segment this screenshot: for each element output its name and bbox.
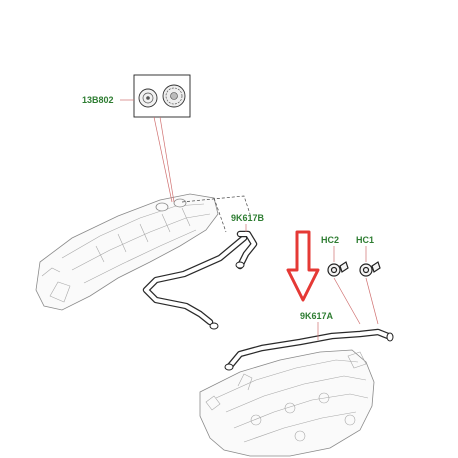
label-9k617b: 9K617B: [231, 213, 265, 223]
down-arrow-icon: [286, 230, 320, 302]
breather-hose-lower: [224, 328, 394, 371]
lower-cam-cover: [199, 349, 375, 457]
hose-clip-hc2: [327, 261, 349, 277]
label-13b802: 13B802: [82, 95, 114, 105]
label-hc1: HC1: [356, 235, 374, 245]
label-hc2: HC2: [321, 235, 339, 245]
oil-filler-cap-inset: [133, 74, 191, 118]
clip-leader-lines: [333, 246, 379, 325]
upper-cam-cover: [35, 193, 219, 311]
label-9k617a: 9K617A: [300, 311, 334, 321]
breather-hose-upper: [142, 230, 258, 330]
reference-dashed-outline: [181, 195, 251, 233]
hose-clip-hc1: [359, 261, 381, 277]
cap-leader-lines: [120, 99, 175, 203]
